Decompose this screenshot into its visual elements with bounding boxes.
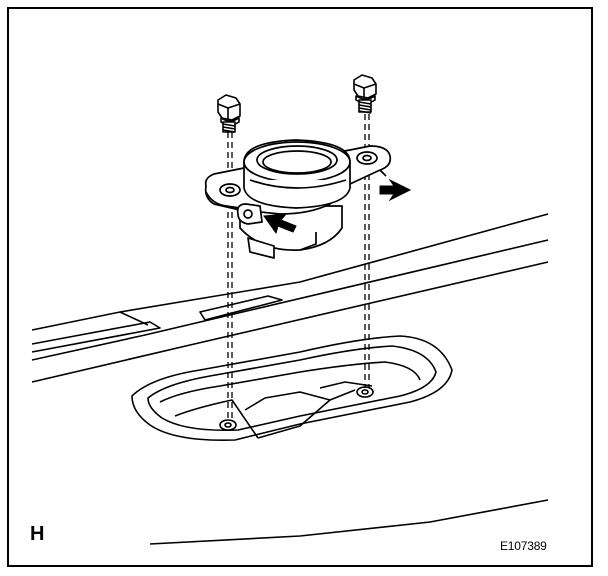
support-mount-icon — [204, 139, 392, 259]
view-letter: H — [30, 523, 45, 545]
body-panel — [31, 213, 549, 545]
alignment-lines — [227, 104, 370, 420]
mount-pocket — [131, 335, 453, 442]
figure-border — [7, 7, 593, 567]
bolt-icon — [353, 74, 377, 114]
bolt-icon — [217, 94, 241, 133]
pointer-arrow-icon — [263, 213, 297, 235]
pointer-arrow-icon — [379, 178, 412, 202]
figure-code: E107389 — [500, 539, 547, 553]
